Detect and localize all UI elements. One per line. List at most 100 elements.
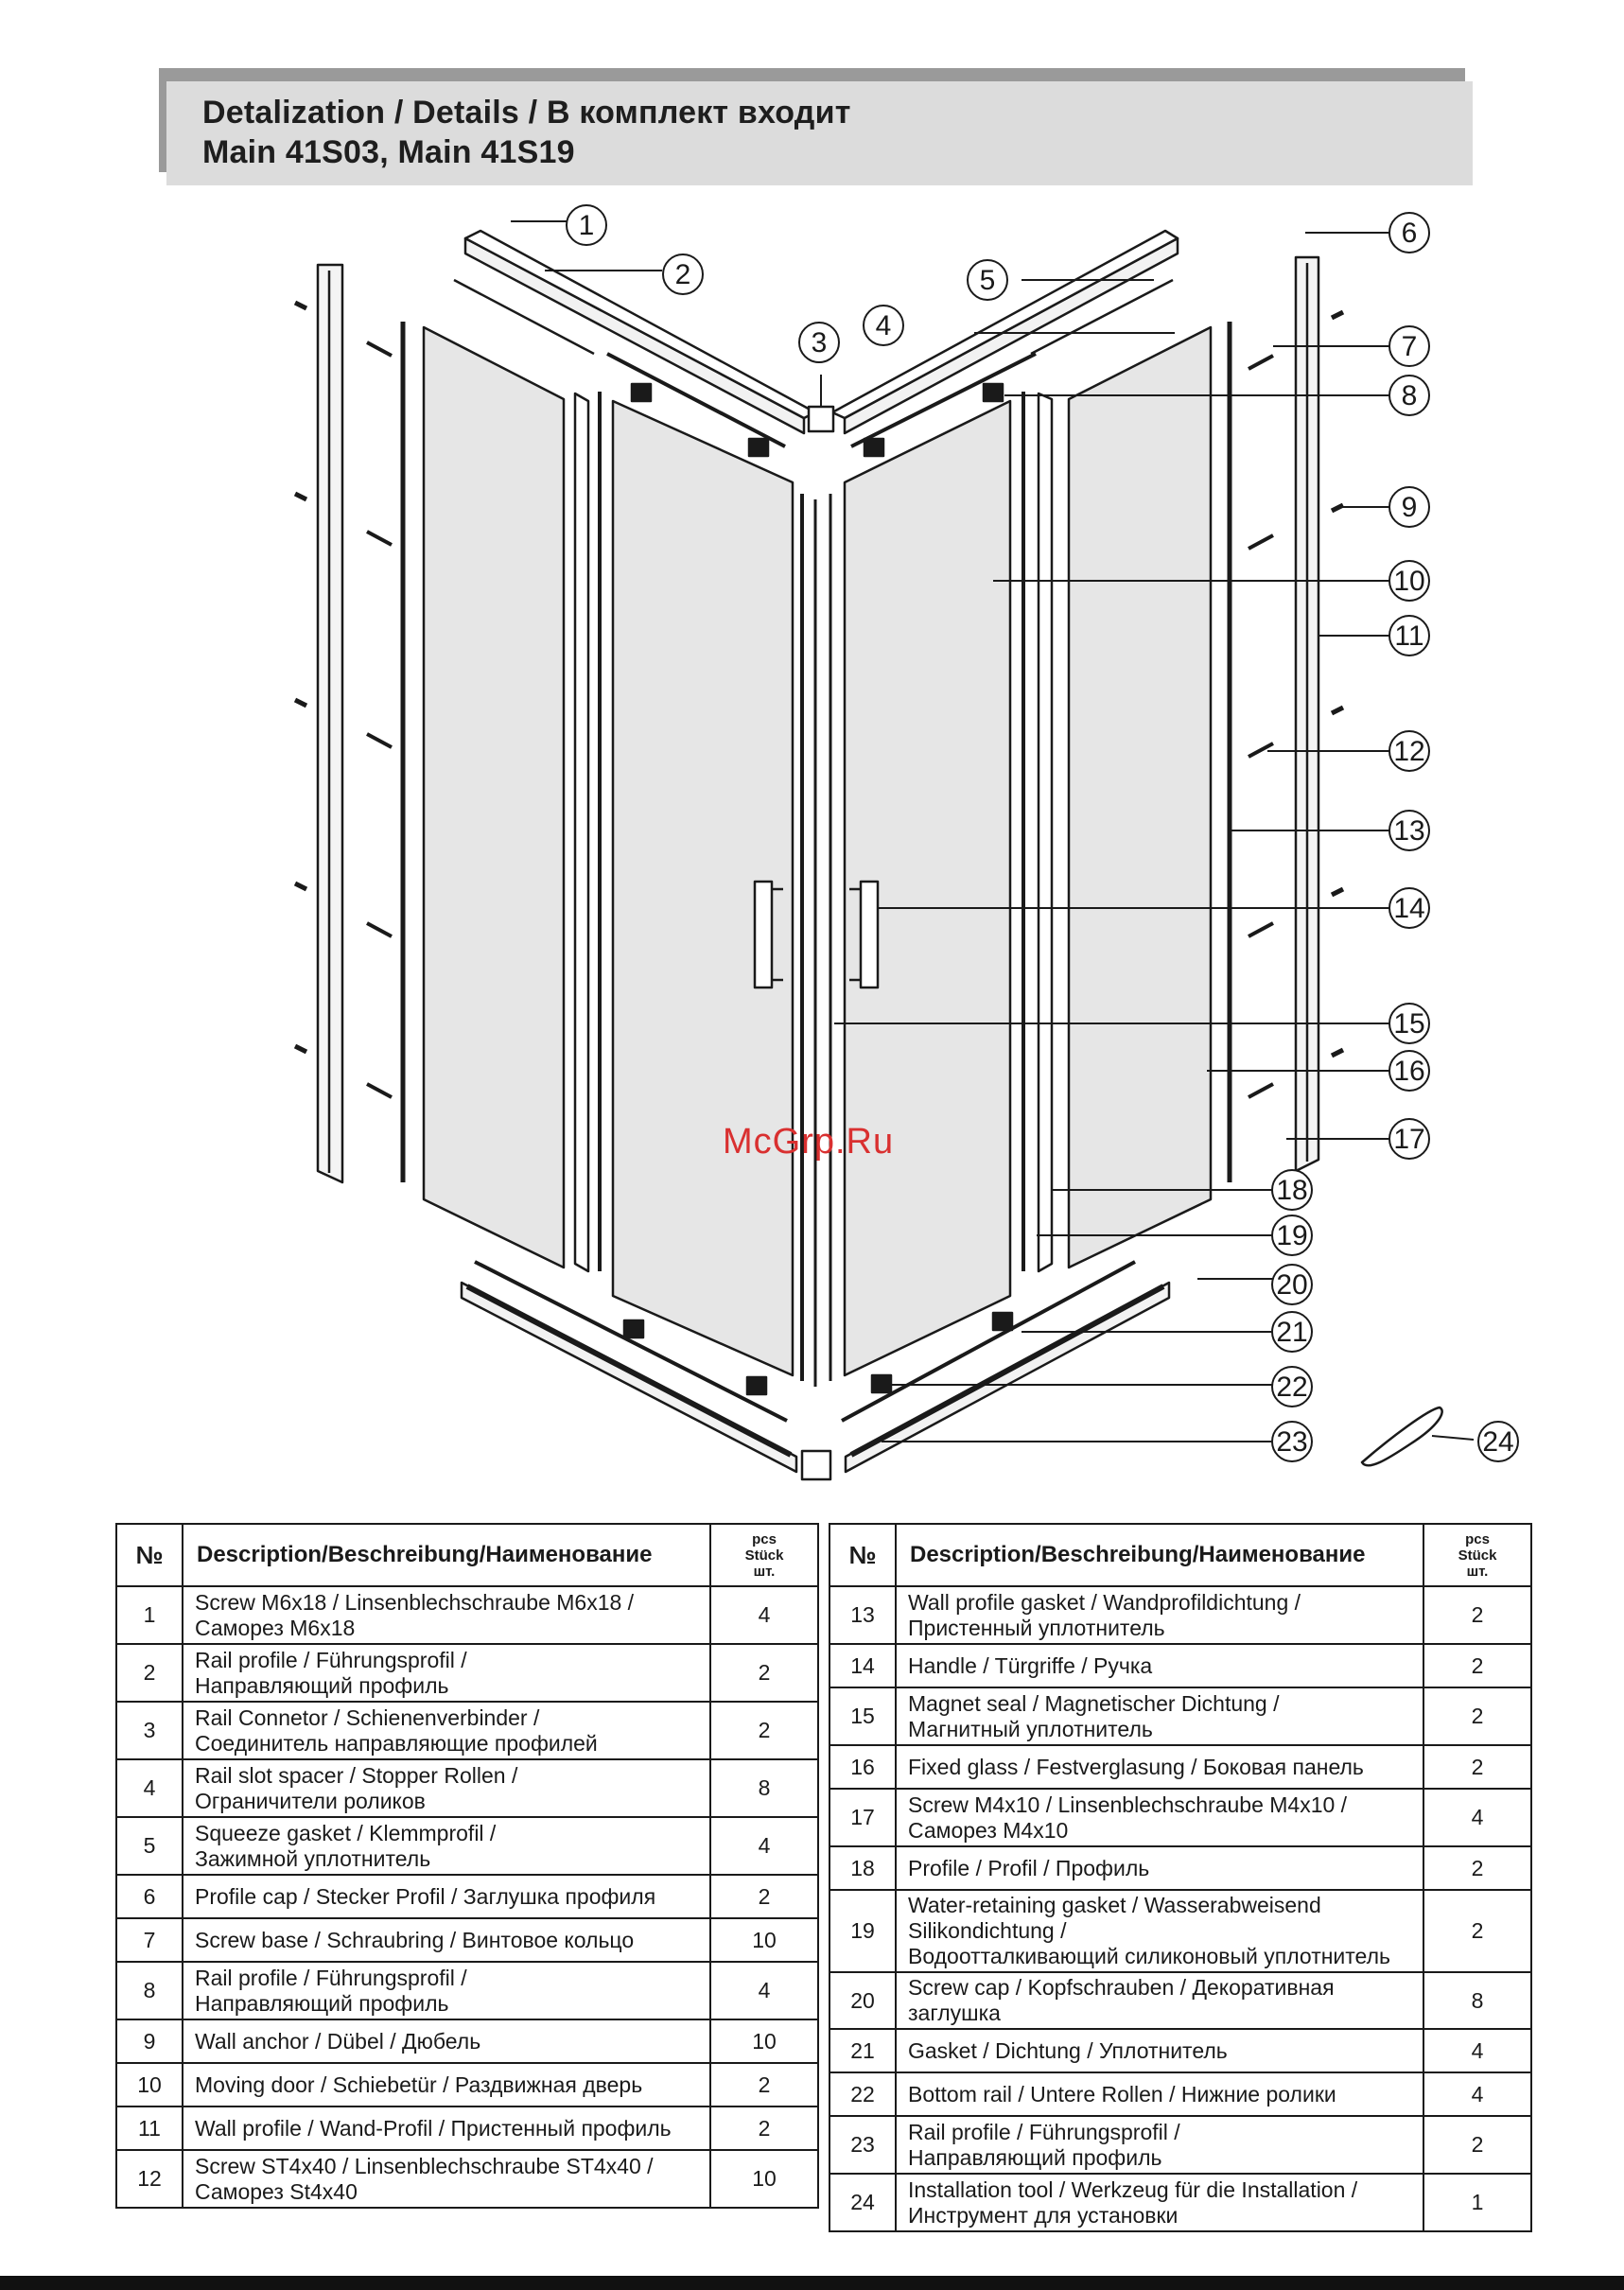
callout-23: 23 xyxy=(1271,1421,1313,1462)
part-description: Bottom rail / Untere Rollen / Нижние рол… xyxy=(895,2071,1424,2117)
screws-right xyxy=(1248,354,1274,1099)
part-description: Rail Connetor / Schienenverbinder /Соеди… xyxy=(182,1701,711,1760)
svg-text:15: 15 xyxy=(1393,1008,1424,1040)
svg-text:18: 18 xyxy=(1276,1175,1307,1206)
callout-24: 24 xyxy=(1477,1421,1519,1462)
part-description: Screw ST4x40 / Linsenblechschraube ST4x4… xyxy=(182,2149,711,2209)
part-number: 24 xyxy=(829,2173,897,2232)
callout-12: 12 xyxy=(1388,730,1430,772)
part-number: 8 xyxy=(115,1961,183,2020)
svg-text:19: 19 xyxy=(1276,1220,1307,1251)
roller-bottom-4 xyxy=(870,1373,893,1394)
profile-left-inner xyxy=(573,392,590,1273)
roller-top-4 xyxy=(863,437,885,458)
part-number: 23 xyxy=(829,2115,897,2175)
part-description: Installation tool / Werkzeug für die Ins… xyxy=(895,2173,1424,2232)
roller-bottom-2 xyxy=(745,1375,768,1396)
watermark: McGrp.Ru xyxy=(723,1122,895,1162)
callout-20: 20 xyxy=(1271,1264,1313,1305)
svg-text:6: 6 xyxy=(1402,218,1418,249)
handle-right xyxy=(849,880,880,989)
bottom-rail-right xyxy=(841,1260,1171,1474)
part-description: Screw M4x10 / Linsenblechschraube M4x10 … xyxy=(895,1788,1424,1847)
part-quantity: 2 xyxy=(1423,1687,1532,1746)
anchors-right xyxy=(1330,309,1345,1058)
callout-13: 13 xyxy=(1388,810,1430,851)
header-quantity: pcs Stück шт. xyxy=(1423,1523,1532,1587)
table-header-row: № Description/Beschreibung/Наименование … xyxy=(115,1523,819,1587)
anchors-left xyxy=(293,300,308,1055)
part-number: 22 xyxy=(829,2071,897,2117)
part-number: 3 xyxy=(115,1701,183,1760)
installation-tool xyxy=(1360,1406,1443,1467)
fixed-glass-right xyxy=(1067,325,1213,1269)
part-quantity: 2 xyxy=(1423,1845,1532,1891)
part-description: Moving door / Schiebetür / Раздвижная дв… xyxy=(182,2062,711,2107)
callout-10: 10 xyxy=(1388,560,1430,602)
parts-table-right: № Description/Beschreibung/Наименование … xyxy=(829,1523,1532,2232)
callout-3: 3 xyxy=(798,322,840,363)
part-quantity: 2 xyxy=(1423,1643,1532,1688)
part-quantity: 10 xyxy=(709,2019,819,2064)
svg-text:13: 13 xyxy=(1393,815,1424,847)
roller-bottom-3 xyxy=(991,1311,1014,1332)
part-description: Screw cap / Kopfschrauben / Декоративная… xyxy=(895,1971,1424,2030)
part-description: Water-retaining gasket / Wasserabweisend… xyxy=(895,1889,1424,1973)
part-number: 5 xyxy=(115,1816,183,1876)
top-rail-left xyxy=(453,229,817,448)
svg-text:21: 21 xyxy=(1276,1317,1307,1348)
svg-text:1: 1 xyxy=(579,210,595,241)
part-description: Rail profile / Führungsprofil /Направляю… xyxy=(182,1643,711,1703)
part-description: Gasket / Dichtung / Уплотнитель xyxy=(895,2028,1424,2073)
screws-left xyxy=(366,341,393,1099)
page-title: Detalization / Details / В комплект вход… xyxy=(202,95,851,131)
profile-right-inner xyxy=(1037,392,1054,1273)
header-number: № xyxy=(829,1523,897,1587)
part-quantity: 10 xyxy=(709,2149,819,2209)
roller-top-2 xyxy=(747,437,770,458)
part-number: 7 xyxy=(115,1917,183,1963)
part-quantity: 2 xyxy=(709,1874,819,1919)
part-description: Profile cap / Stecker Profil / Заглушка … xyxy=(182,1874,711,1919)
part-number: 15 xyxy=(829,1687,897,1746)
bottom-rail-left xyxy=(460,1260,798,1474)
part-number: 9 xyxy=(115,2019,183,2064)
callout-9: 9 xyxy=(1388,486,1430,528)
exploded-assembly-diagram: 1 2 3 4 5 6 7 8 9 10 11 12 13 14 15 16 1… xyxy=(293,204,1519,1481)
part-quantity: 4 xyxy=(1423,2071,1532,2117)
header-box xyxy=(166,81,1473,185)
part-number: 12 xyxy=(115,2149,183,2209)
svg-text:10: 10 xyxy=(1393,566,1424,597)
roller-top-1 xyxy=(630,382,653,403)
header-quantity: pcs Stück шт. xyxy=(709,1523,819,1587)
rail-connector-bottom xyxy=(800,1449,832,1481)
part-description: Wall profile gasket / Wandprofildichtung… xyxy=(895,1585,1424,1645)
part-number: 2 xyxy=(115,1643,183,1703)
part-number: 6 xyxy=(115,1874,183,1919)
callout-14: 14 xyxy=(1388,887,1430,929)
part-quantity: 1 xyxy=(1423,2173,1532,2232)
part-description: Rail slot spacer / Stopper Rollen /Огран… xyxy=(182,1758,711,1818)
header-number: № xyxy=(115,1523,183,1587)
part-description: Magnet seal / Magnetischer Dichtung /Маг… xyxy=(895,1687,1424,1746)
svg-text:7: 7 xyxy=(1402,331,1418,362)
callout-2: 2 xyxy=(662,253,704,295)
rail-connector-top xyxy=(807,405,835,433)
handle-left xyxy=(753,880,783,989)
header-description: Description/Beschreibung/Наименование xyxy=(182,1523,711,1587)
leader-lines xyxy=(511,220,1475,1442)
part-quantity: 2 xyxy=(1423,1585,1532,1645)
callout-17: 17 xyxy=(1388,1118,1430,1160)
part-quantity: 8 xyxy=(709,1758,819,1818)
